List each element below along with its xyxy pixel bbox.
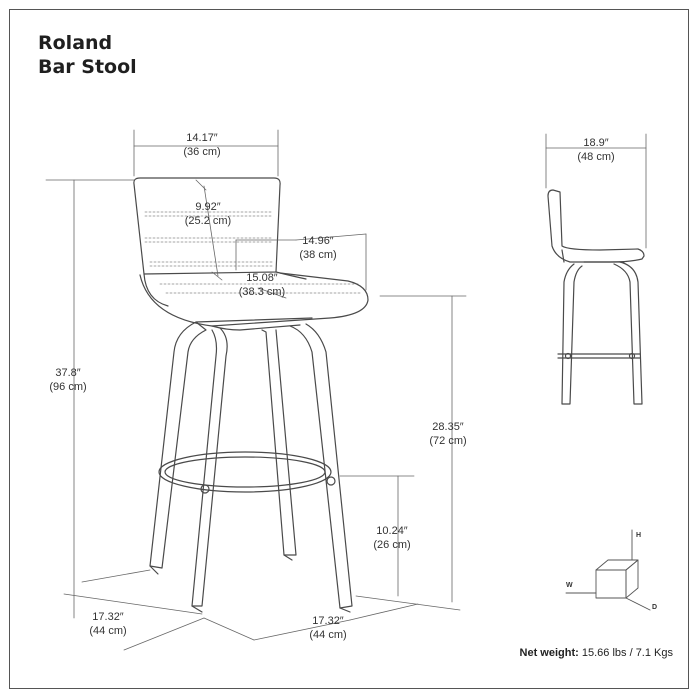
net-weight: Net weight: 15.66 lbs / 7.1 Kgs xyxy=(520,647,673,659)
net-weight-label: Net weight: xyxy=(519,647,579,659)
axis-d-label: D xyxy=(652,604,658,611)
seat-height-label: 28.35″(72 cm) xyxy=(429,421,467,447)
leg-back-right xyxy=(289,323,353,609)
footrest-height-label: 10.24″(26 cm) xyxy=(373,525,411,551)
dimension-lines xyxy=(45,129,467,651)
backrest xyxy=(133,177,281,275)
total-height-label: 37.8″(96 cm) xyxy=(49,367,87,393)
net-weight-value: 15.66 lbs / 7.1 Kgs xyxy=(581,647,673,659)
leg-front-left xyxy=(149,321,207,569)
back-width-label: 14.17″(36 cm) xyxy=(183,132,221,158)
side-depth-label: 18.9″(48 cm) xyxy=(577,137,615,163)
footrest-ring xyxy=(158,451,332,493)
side-view xyxy=(547,189,645,405)
leg-back-left xyxy=(261,329,297,556)
axis-cube-icon xyxy=(565,529,651,611)
front-view xyxy=(133,177,369,613)
axis-h-label: H xyxy=(636,532,642,539)
seat xyxy=(139,272,369,327)
side-dimension-lines xyxy=(545,133,647,249)
base-width-right-label: 17.32″(44 cm) xyxy=(309,615,347,641)
product-name: Roland xyxy=(38,32,113,54)
seat-width-label: 15.08″(38.3 cm) xyxy=(238,272,286,298)
base-width-left-label: 17.32″(44 cm) xyxy=(89,611,127,637)
product-type: Bar Stool xyxy=(38,56,137,78)
stitching xyxy=(144,211,363,294)
leg-front-right xyxy=(191,327,228,607)
axis-w-label: W xyxy=(566,582,573,589)
seat-depth-label: 14.96″(38 cm) xyxy=(299,235,337,261)
back-height-label: 9.92″(25.2 cm) xyxy=(184,201,232,227)
